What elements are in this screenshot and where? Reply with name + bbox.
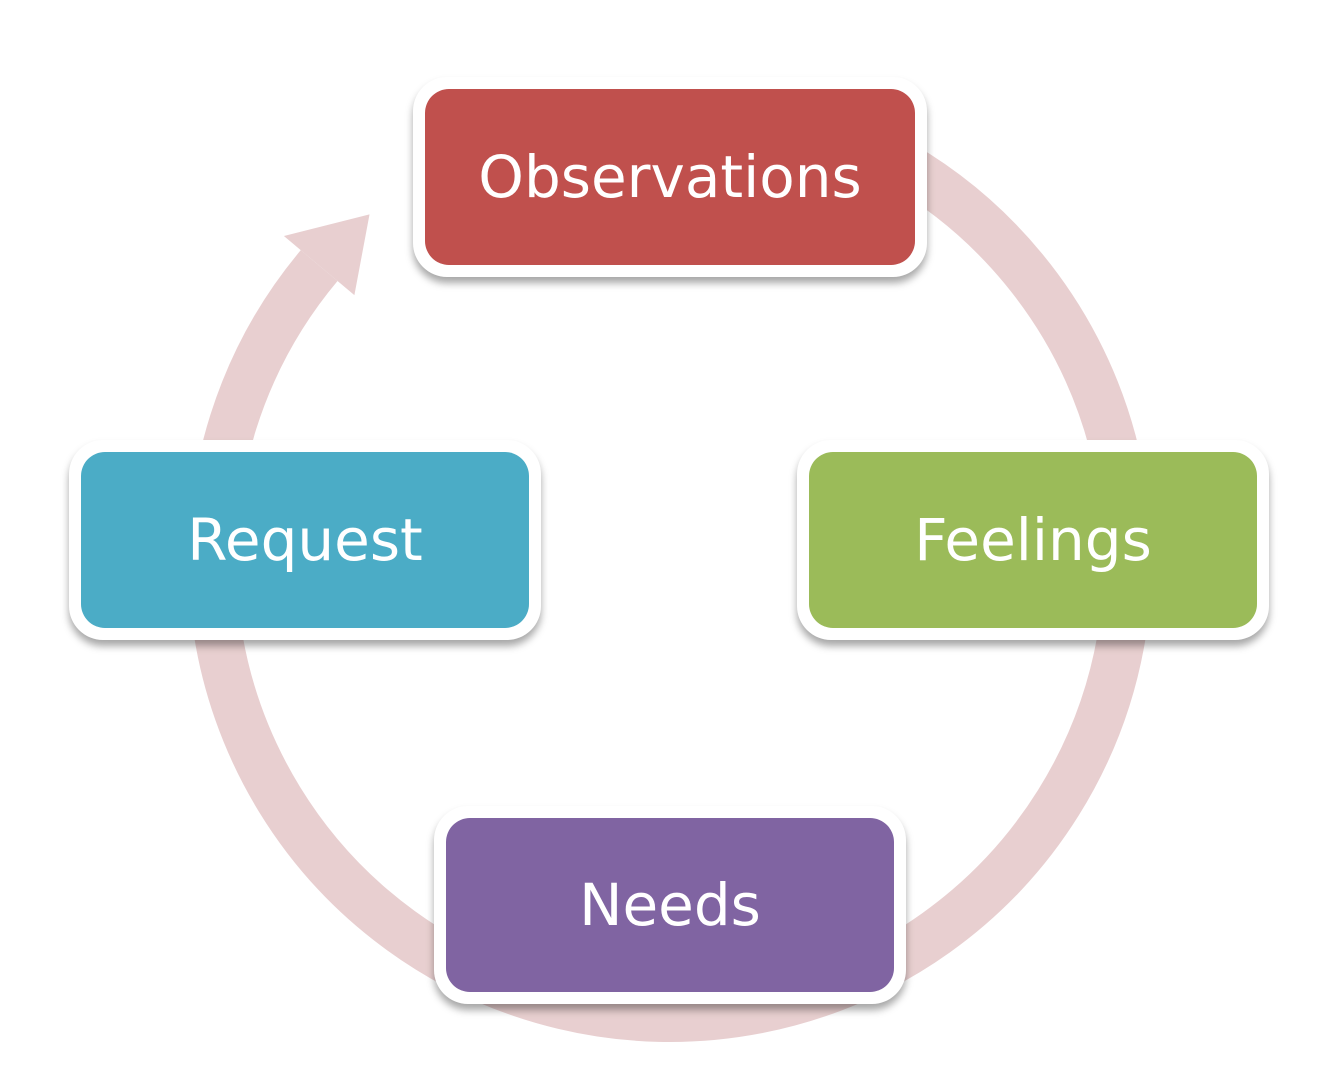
node-needs-label: Needs — [446, 818, 894, 992]
node-feelings-label: Feelings — [809, 452, 1257, 628]
node-needs: Needs — [434, 806, 906, 1004]
arrowhead-icon — [283, 214, 370, 296]
node-feelings: Feelings — [797, 440, 1269, 640]
node-observations-label: Observations — [425, 89, 915, 265]
node-request-label: Request — [81, 452, 529, 628]
node-observations: Observations — [413, 77, 927, 277]
node-request: Request — [69, 440, 541, 640]
